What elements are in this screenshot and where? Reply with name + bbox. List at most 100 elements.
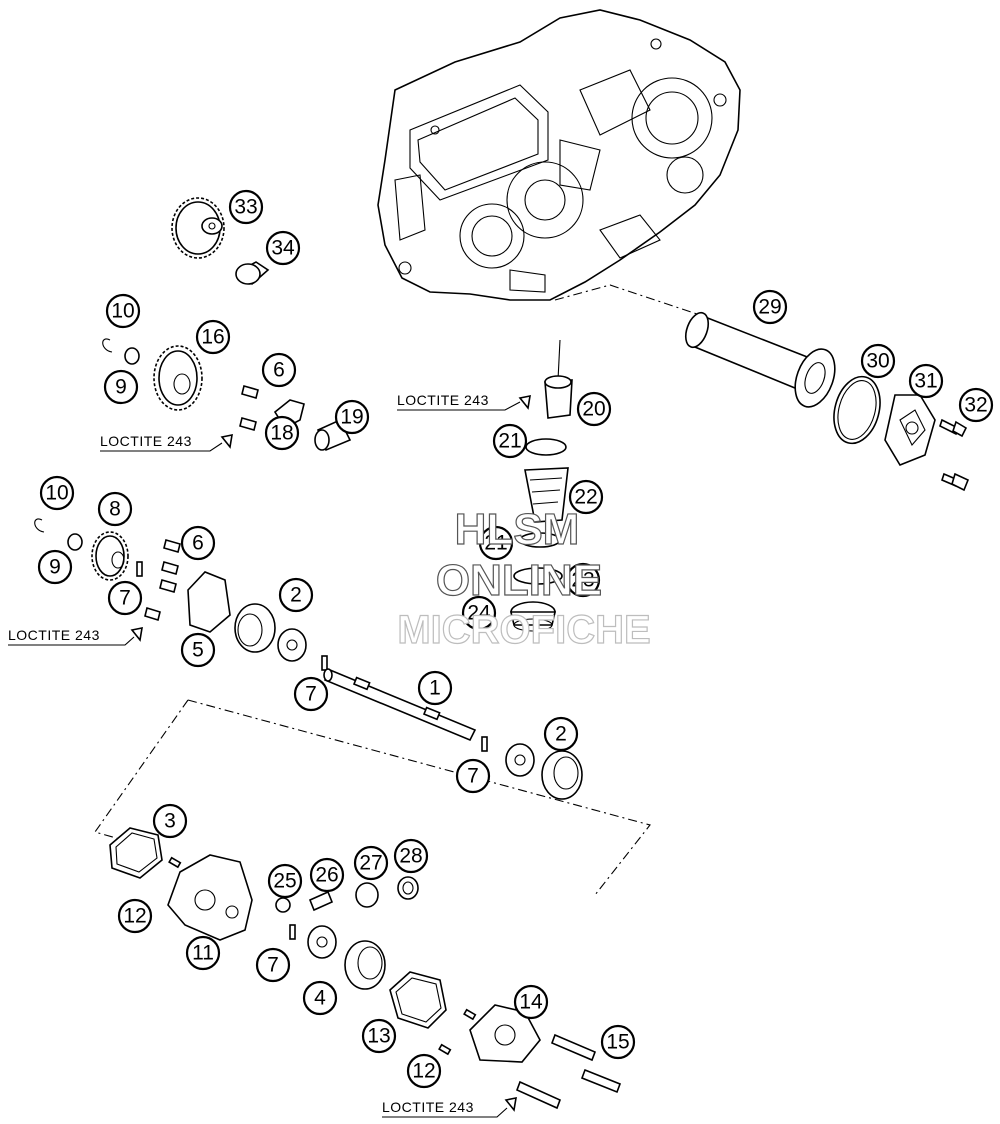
pin-7-upper: [136, 561, 143, 577]
loctite-text: LOCTITE 243: [8, 627, 100, 643]
callout-27: 27: [353, 845, 389, 881]
screws-6-lower: [144, 539, 181, 622]
callout-5: 5: [180, 632, 216, 668]
svg-text:26: 26: [315, 864, 338, 887]
svg-text:24: 24: [467, 602, 491, 625]
callout-12: 12: [117, 898, 153, 934]
callout-9: 9: [103, 369, 139, 405]
gasket-13: [389, 971, 447, 1029]
oil-strainer-22: [524, 467, 569, 523]
rotor-inner-2-left: [277, 628, 307, 662]
svg-text:6: 6: [192, 532, 204, 555]
bushing-34: [235, 261, 270, 286]
watermark-line-3: MICROFICHE: [397, 608, 650, 652]
svg-text:13: 13: [367, 1025, 390, 1048]
oil-filter: [684, 311, 836, 408]
callout-13: 13: [361, 1018, 397, 1054]
svg-text:15: 15: [606, 1031, 629, 1054]
callout-2: 2: [543, 716, 579, 752]
spring-26: [308, 890, 334, 912]
callout-24: 24: [461, 595, 497, 631]
rotor-outer-2-left: [234, 603, 276, 653]
loctite-label-4: LOCTITE 243: [382, 1096, 517, 1118]
filter-cover: [884, 394, 936, 466]
callout-2: 2: [278, 577, 314, 613]
gear-33: [171, 197, 225, 259]
svg-text:16: 16: [201, 326, 224, 349]
loctite-label-2: LOCTITE 243: [100, 433, 233, 452]
callout-34: 34: [265, 230, 301, 266]
svg-text:2: 2: [290, 584, 302, 607]
svg-text:1: 1: [429, 677, 441, 700]
svg-text:9: 9: [115, 376, 127, 399]
svg-text:31: 31: [914, 370, 937, 393]
callout-28: 28: [393, 838, 429, 874]
svg-text:21: 21: [484, 532, 507, 555]
loctite-label-3: LOCTITE 243: [8, 626, 143, 646]
svg-text:12: 12: [412, 1060, 435, 1083]
svg-text:22: 22: [574, 486, 597, 509]
svg-text:14: 14: [519, 991, 543, 1014]
svg-text:10: 10: [111, 300, 134, 323]
svg-text:2: 2: [555, 723, 567, 746]
crankcase-housing: [377, 9, 741, 301]
rotor-inner-2-right: [505, 743, 535, 777]
svg-text:25: 25: [273, 870, 296, 893]
callout-30: 30: [860, 343, 896, 379]
leader-pump-group: [187, 699, 651, 896]
filter-o-ring: [833, 375, 881, 445]
strainer-plug-24: [509, 601, 557, 632]
sprocket-8: [91, 531, 129, 581]
watermark: HLSM ONLINE MICROFICHE: [397, 504, 652, 652]
loctite-label-1: LOCTITE 243: [397, 392, 531, 411]
loctite-text: LOCTITE 243: [382, 1099, 474, 1115]
svg-text:21: 21: [498, 430, 521, 453]
filter-cover-screws: [939, 418, 970, 492]
callout-7: 7: [255, 947, 291, 983]
svg-text:7: 7: [119, 587, 131, 610]
callout-7: 7: [107, 580, 143, 616]
callout-21: 21: [478, 525, 514, 561]
callout-14: 14: [513, 984, 549, 1020]
callout-11: 11: [185, 935, 221, 971]
callout-16: 16: [195, 319, 231, 355]
oil-nozzle-20: [544, 339, 573, 419]
rotor-outer-4: [344, 940, 386, 990]
svg-text:10: 10: [45, 482, 68, 505]
svg-text:12: 12: [123, 905, 146, 928]
callout-25: 25: [267, 863, 303, 899]
loctite-text: LOCTITE 243: [100, 433, 192, 449]
callout-26: 26: [309, 857, 345, 893]
loctite-text: LOCTITE 243: [397, 392, 489, 408]
watermark-line-1: HLSM: [455, 505, 580, 554]
dowel-12-lower: [438, 1043, 452, 1056]
watermark-line-2: ONLINE: [436, 556, 602, 605]
callout-8: 8: [97, 491, 133, 527]
svg-text:11: 11: [192, 942, 214, 965]
circlip-10-lower: [34, 518, 45, 533]
pin-7-mid: [321, 655, 328, 671]
callout-19: 19: [334, 399, 370, 435]
pump-shaft: [323, 668, 477, 742]
o-ring-23: [513, 567, 563, 585]
svg-text:5: 5: [192, 639, 204, 662]
callout-6: 6: [261, 352, 297, 388]
callout-4: 4: [302, 980, 338, 1016]
svg-text:32: 32: [964, 394, 987, 417]
svg-text:7: 7: [467, 765, 479, 788]
svg-text:27: 27: [359, 852, 382, 875]
svg-text:8: 8: [109, 498, 121, 521]
callout-7: 7: [293, 676, 329, 712]
callout-33: 33: [228, 189, 264, 225]
pump-cover-14: [469, 1004, 541, 1063]
o-ring-21-lower: [519, 532, 561, 548]
svg-text:28: 28: [399, 845, 422, 868]
o-ring-21-upper: [525, 438, 567, 456]
pin-7-lower: [289, 924, 296, 940]
svg-text:6: 6: [273, 359, 285, 382]
ball-25: [275, 897, 291, 913]
dowel-12-left: [168, 856, 182, 869]
callout-31: 31: [908, 363, 944, 399]
svg-text:7: 7: [305, 683, 317, 706]
svg-text:7: 7: [267, 954, 279, 977]
